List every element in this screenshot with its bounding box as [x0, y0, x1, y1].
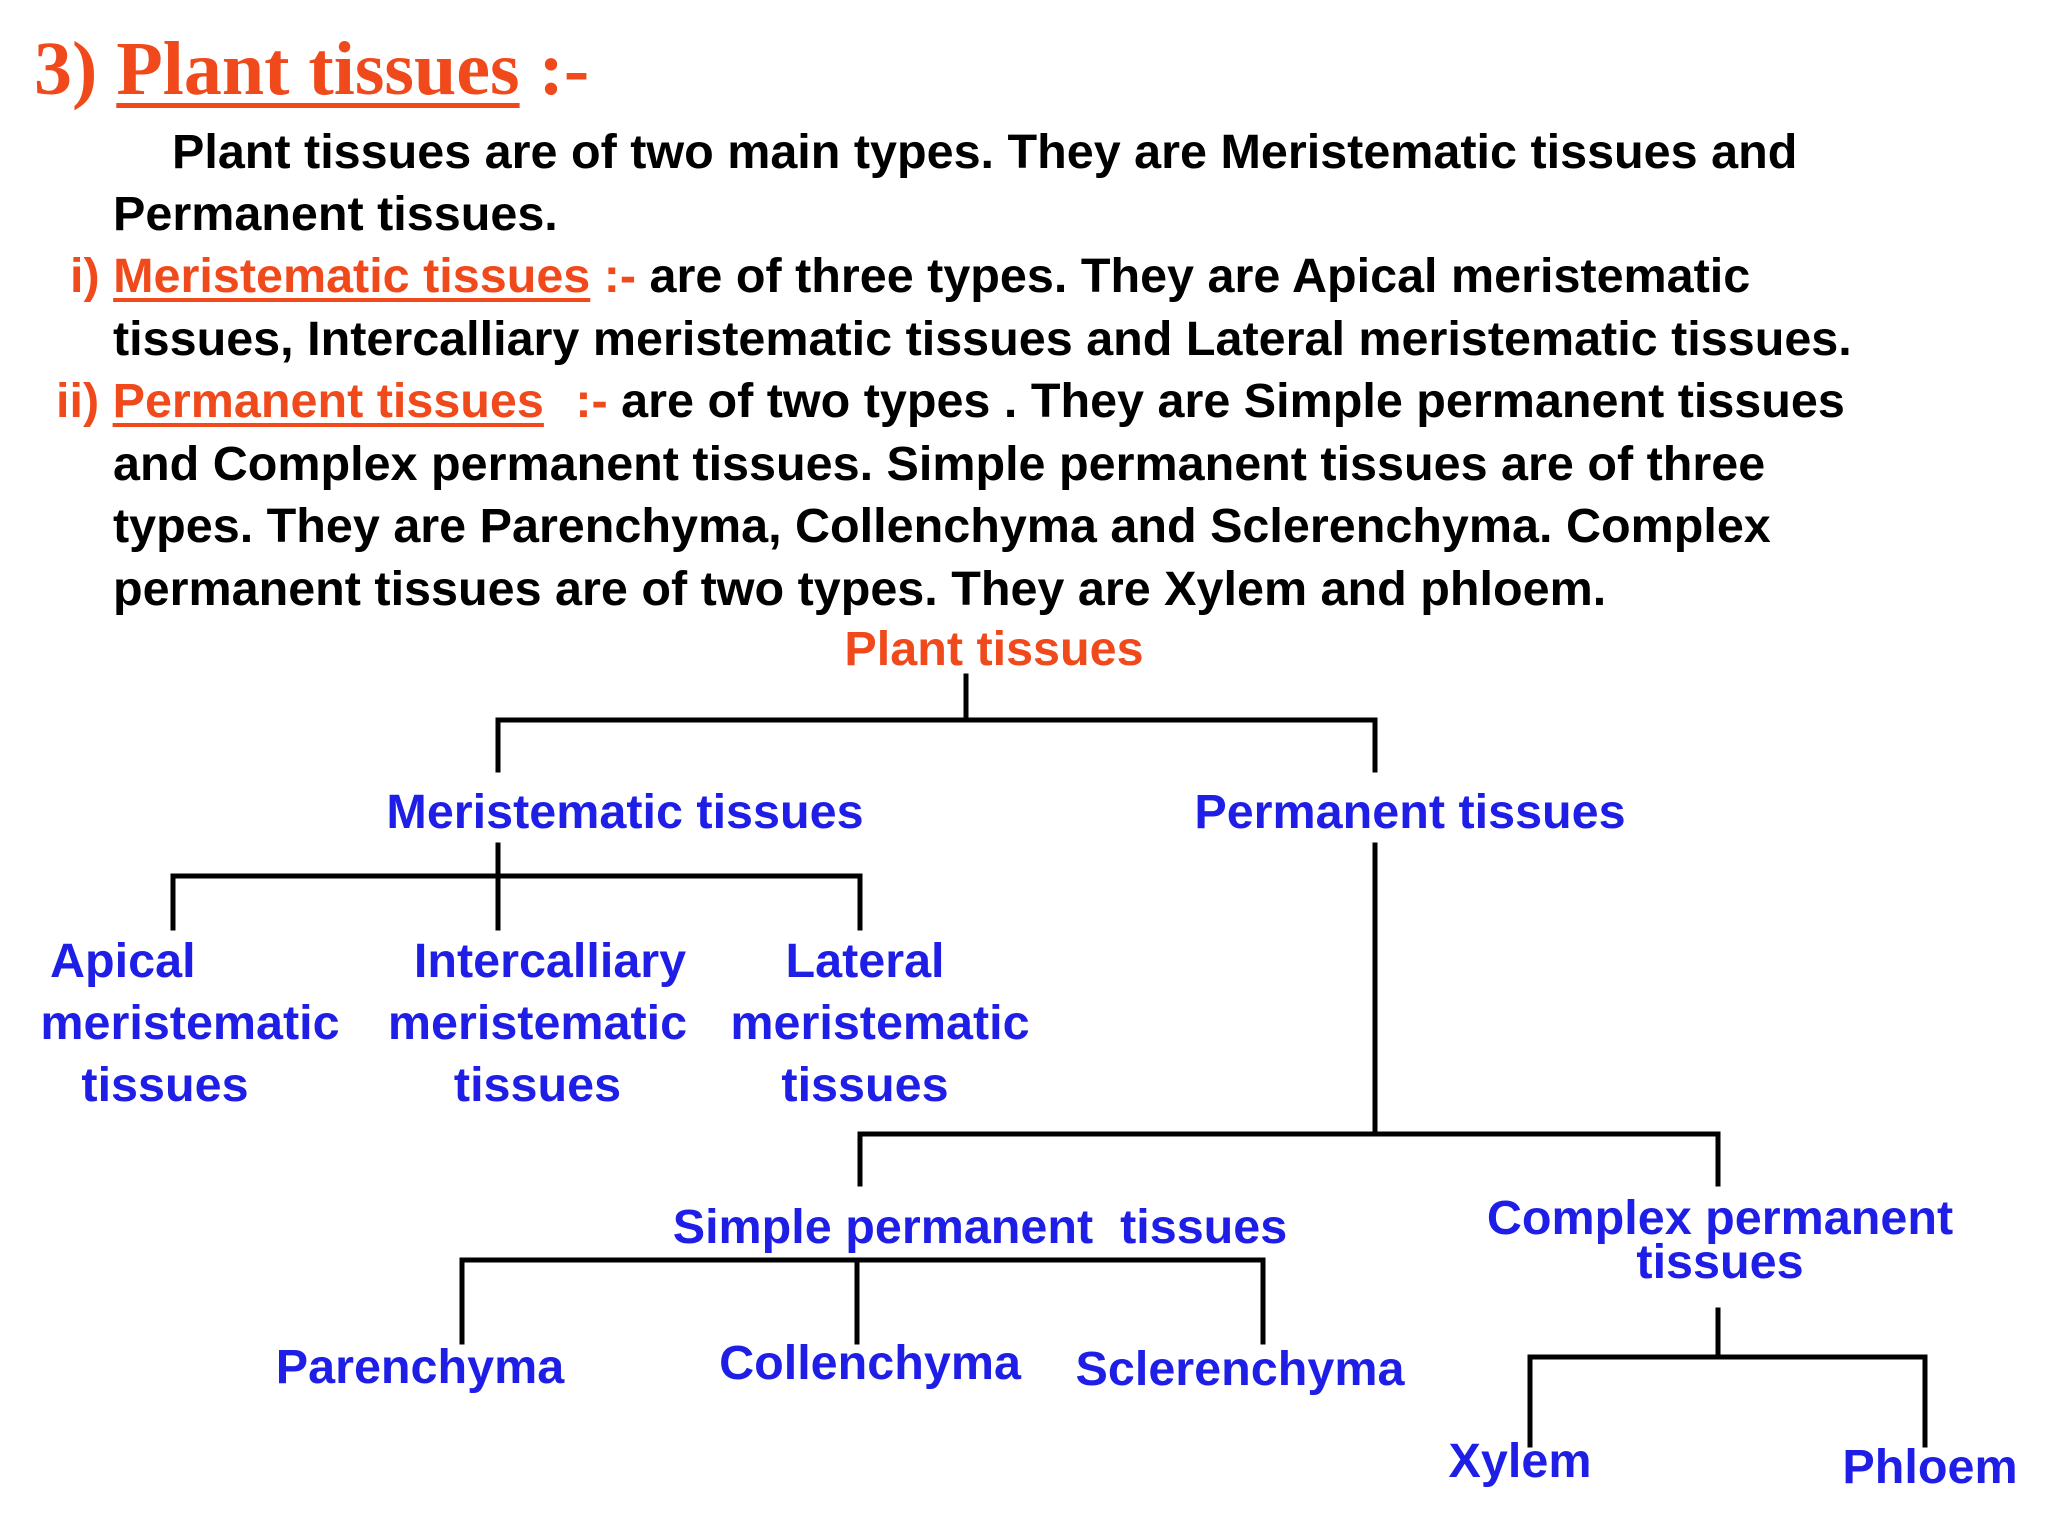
node-label-line: tissues [81, 1058, 249, 1112]
node-label-line: Apical [50, 934, 196, 988]
section-title: Plant tissues [116, 27, 520, 111]
meristematic-paragraph-line-2: tissues, Intercalliary meristematic tiss… [113, 312, 1852, 366]
node-label-line: tissues [781, 1058, 949, 1112]
node-label-line: tissues [1636, 1235, 1804, 1289]
node-sclerenchyma: Sclerenchyma [1075, 1342, 1405, 1396]
node-plant-tissues: Plant tissues [844, 622, 1144, 676]
node-phloem: Phloem [1842, 1440, 2018, 1494]
permanent-paragraph-line-3: types. They are Parenchyma, Collenchyma … [113, 499, 1771, 553]
node-label-line: Complex permanent [1486, 1191, 1954, 1245]
node-parenchyma: Parenchyma [275, 1340, 565, 1394]
permanent-paragraph-line-2: and Complex permanent tissues. Simple pe… [113, 437, 1766, 491]
term-separator: :- [575, 374, 608, 428]
paragraph-text: are of three types. They are Apical meri… [649, 249, 1751, 303]
permanent-paragraph-line-1: ii) Permanent tissues :- are of two type… [56, 377, 1845, 426]
node-label-line: meristematic [730, 996, 1030, 1050]
node-xylem: Xylem [1448, 1434, 1592, 1488]
node-intercalliary-meristematic-tissues: Intercalliary meristematic tissues [380, 930, 730, 1116]
node-label-line: tissues [453, 1058, 622, 1112]
section-heading: 3) Plant tissues :- [34, 27, 590, 112]
meristematic-paragraph-line-1: i) Meristematic tissues :- are of three … [70, 252, 1750, 301]
paragraph-marker: ii) [56, 374, 100, 428]
node-lateral-meristematic-tissues: Lateral meristematic tissues [720, 930, 1040, 1116]
intro-line-2: Permanent tissues. [113, 187, 558, 241]
node-permanent-tissues: Permanent tissues [1194, 785, 1626, 839]
node-collenchyma: Collenchyma [719, 1336, 1021, 1390]
permanent-term: Permanent tissues [112, 374, 544, 428]
node-apical-meristematic-tissues: Apical meristematic tissues [40, 930, 340, 1116]
meristematic-term: Meristematic tissues [113, 249, 591, 303]
node-complex-permanent-tissues: Complex permanent tissues [1450, 1191, 1990, 1289]
node-label-line: meristematic [387, 996, 688, 1050]
permanent-paragraph-line-4: permanent tissues are of two types. They… [113, 562, 1607, 616]
node-label-line: meristematic [40, 996, 340, 1050]
intro-line-1: Plant tissues are of two main types. The… [172, 125, 1798, 179]
description-text: Plant tissues are of two main types. The… [0, 0, 2048, 620]
node-label-line: Lateral [785, 934, 945, 988]
paragraph-marker: i) [70, 249, 100, 303]
node-simple-permanent-tissues: Simple permanent tissues [672, 1200, 1288, 1254]
paragraph-text: are of two types . They are Simple perma… [621, 374, 1845, 428]
section-title-suffix: :- [538, 27, 590, 111]
term-separator: :- [603, 249, 637, 303]
node-meristematic-tissues: Meristematic tissues [386, 785, 864, 839]
node-label-line: Intercalliary [413, 934, 687, 988]
section-number: 3) [34, 27, 98, 111]
